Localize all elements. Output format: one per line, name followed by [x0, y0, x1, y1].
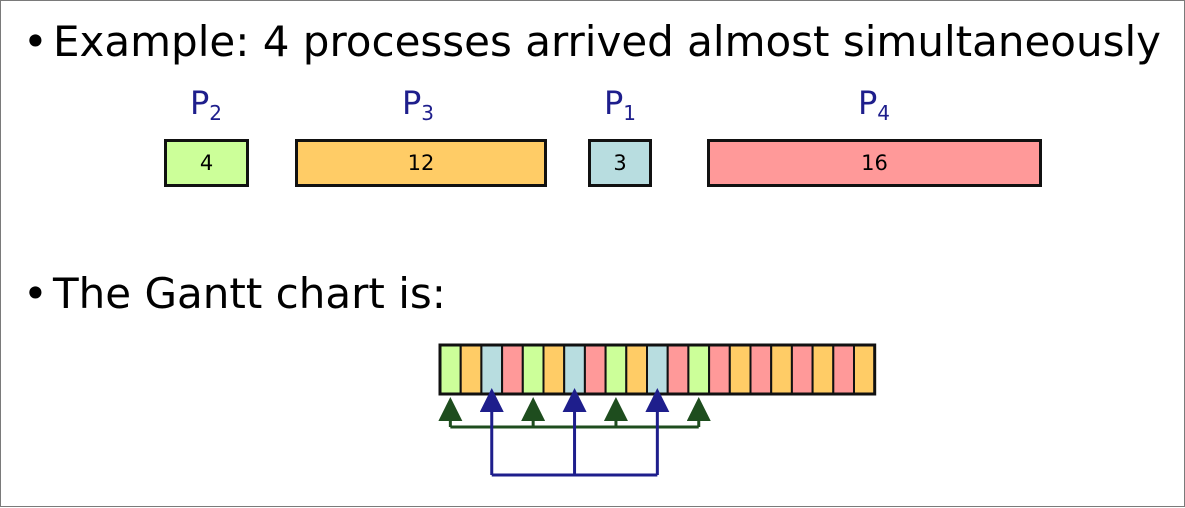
gantt-slice-p3 — [811, 344, 835, 395]
gantt-slice-p4 — [708, 344, 731, 395]
gantt-slice-p4 — [583, 344, 607, 395]
example-text: Example: 4 processes arrived almost simu… — [53, 17, 1162, 66]
gantt-slice-p2 — [604, 344, 628, 395]
process-box-p1: 3 — [588, 139, 652, 187]
gantt-slice-p1 — [646, 344, 669, 395]
gantt-slice-p3 — [459, 344, 483, 395]
process-label-p3: P3 — [402, 84, 435, 125]
process-box-p2: 4 — [164, 139, 249, 187]
gantt-slice-p2 — [521, 344, 545, 395]
bullet-example: •Example: 4 processes arrived almost sim… — [23, 21, 1161, 63]
process-label-p2: P2 — [190, 84, 223, 125]
bullet-dot: • — [23, 17, 48, 66]
gantt-slice-p3 — [770, 344, 793, 395]
gantt-intro-text: The Gantt chart is: — [53, 269, 446, 318]
bullet-gantt: •The Gantt chart is: — [23, 273, 446, 315]
gantt-slice-p3 — [542, 344, 566, 395]
process-box-p3: 12 — [295, 139, 547, 187]
gantt-slice-p2 — [439, 344, 462, 395]
gantt-cells — [438, 343, 877, 396]
process-label-p1: P1 — [604, 84, 637, 125]
gantt-slice-p4 — [749, 344, 773, 395]
gantt-slice-p3 — [625, 344, 648, 395]
gantt-slice-p2 — [687, 344, 711, 395]
gantt-slice-p4 — [790, 344, 814, 395]
gantt-slice-p4 — [501, 344, 524, 395]
process-label-p4: P4 — [858, 84, 891, 125]
gantt-arrows — [438, 388, 711, 477]
gantt-slice-p1 — [480, 344, 504, 395]
bullet-dot: • — [23, 269, 48, 318]
gantt-slice-p4 — [832, 344, 855, 395]
gantt-slice-p1 — [563, 344, 586, 395]
gantt-slice-p4 — [666, 344, 690, 395]
gantt-slice-p3 — [853, 344, 876, 395]
gantt-slice-p3 — [728, 344, 752, 395]
process-box-p4: 16 — [707, 139, 1042, 187]
